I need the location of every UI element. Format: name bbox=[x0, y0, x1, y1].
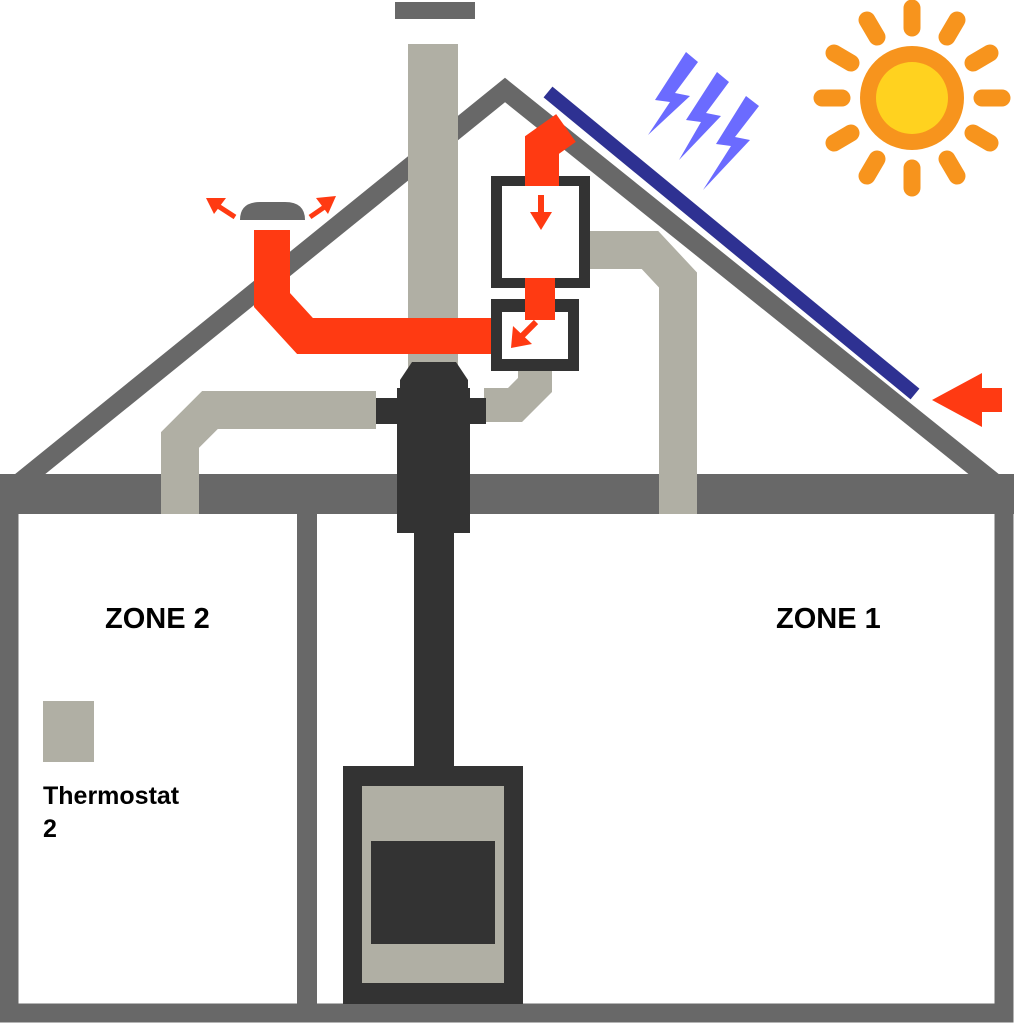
solar-panel bbox=[543, 86, 920, 400]
flow-arrow-down bbox=[530, 195, 552, 230]
flow-arrow-diagonal bbox=[511, 319, 539, 348]
thermostat-label-line2: 2 bbox=[43, 815, 57, 843]
air-intake-arrow bbox=[932, 373, 1002, 427]
stove-pipe bbox=[414, 530, 454, 770]
roof-vent-cap bbox=[240, 202, 305, 220]
roof-outline bbox=[2, 77, 1012, 500]
stove-window bbox=[371, 841, 495, 944]
vent-arrow-right bbox=[308, 196, 336, 220]
zone1-duct bbox=[580, 231, 697, 514]
exchanger-duct bbox=[484, 358, 552, 422]
chimney-cap bbox=[395, 2, 475, 19]
fan-unit-left-collar bbox=[376, 398, 400, 424]
zone2-duct bbox=[161, 391, 376, 514]
zone2-label: ZONE 2 bbox=[105, 603, 210, 635]
fan-unit-right-collar bbox=[468, 398, 486, 424]
vent-arrow-left bbox=[206, 198, 237, 220]
solar-intake-duct bbox=[525, 114, 576, 186]
sun-icon bbox=[813, 0, 1011, 197]
interior-wall bbox=[297, 490, 317, 1015]
hot-air-exhaust-duct bbox=[254, 230, 500, 354]
fan-unit-body bbox=[397, 388, 470, 533]
thermostat-label-line1: Thermostat bbox=[43, 782, 180, 810]
zone1-label: ZONE 1 bbox=[776, 603, 881, 635]
attic-floor bbox=[0, 474, 1014, 514]
thermostat-label: Thermostat 2 bbox=[43, 780, 179, 846]
lightning-icon bbox=[648, 52, 759, 190]
thermostat-device bbox=[43, 701, 94, 762]
